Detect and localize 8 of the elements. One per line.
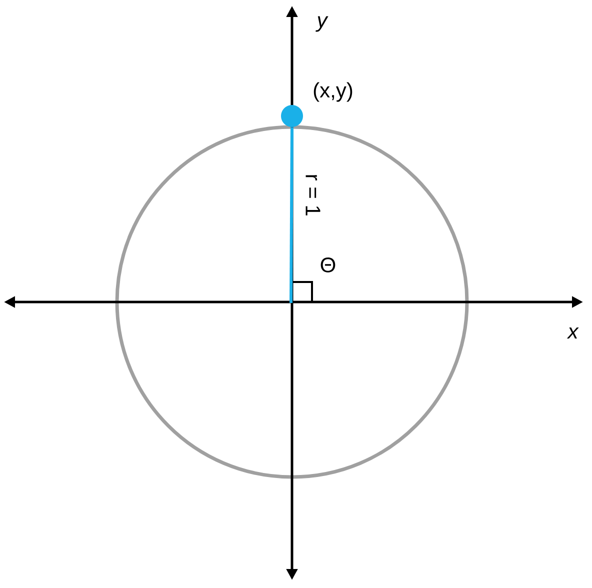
axis-label: y bbox=[316, 16, 328, 32]
radius-line bbox=[290, 127, 294, 303]
point-dot bbox=[281, 105, 303, 127]
right-angle-mark bbox=[291, 280, 313, 303]
angle-label: Θ bbox=[320, 258, 336, 272]
point-label: (x,y) bbox=[314, 82, 352, 102]
edge-label: r = 1 bbox=[306, 175, 320, 216]
axis-label: x bbox=[566, 327, 579, 339]
